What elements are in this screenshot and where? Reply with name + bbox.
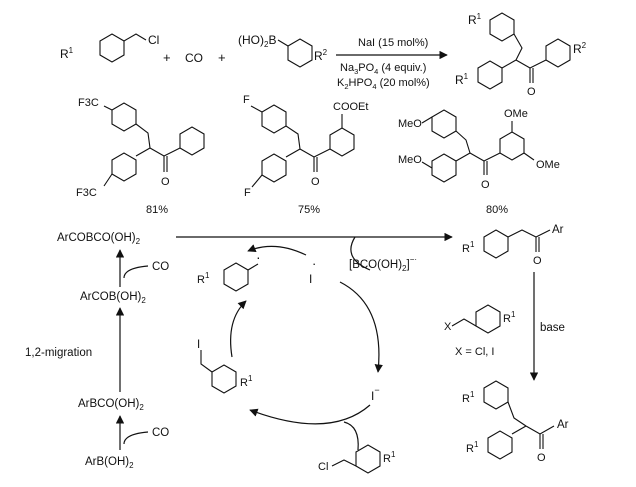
svg-text:[BCO(OH)2]−·: [BCO(OH)2]−· [349,255,417,273]
svg-text:75%: 75% [298,204,320,216]
svg-text:R1: R1 [197,271,210,286]
svg-text:CO: CO [152,261,169,273]
mechanism-right-column: R1 Ar O base X R1 X = Cl, I R1 R1 Ar O [444,224,569,464]
svg-text:R2: R2 [314,48,328,63]
reagent-arylboronic-acid: (HO)2B R2 [238,33,328,68]
svg-text:ArB(OH)2: ArB(OH)2 [85,456,134,470]
svg-text:I−: I− [371,385,380,403]
svg-text:ArCOBCO(OH)2: ArCOBCO(OH)2 [57,232,141,246]
svg-text:K2HPO4 (20 mol%): K2HPO4 (20 mol%) [337,77,430,91]
svg-text:COOEt: COOEt [333,101,368,113]
svg-text:OMe: OMe [504,108,528,120]
mechanism-cycle: · R1 I · [BCO(OH)2]−· I− I R1 Cl R1 [176,232,453,474]
mechanism-left-column: ArCOBCO(OH)2 CO ArCOB(OH)2 1,2-migration… [25,232,169,470]
svg-text:O: O [537,452,546,464]
svg-text:R1: R1 [462,240,475,255]
svg-text:NaI (15 mol%): NaI (15 mol%) [358,37,428,49]
svg-text:R1: R1 [466,440,479,455]
svg-text:R1: R1 [468,12,482,27]
plus-sign-2: + [218,50,226,65]
svg-text:R1: R1 [383,450,396,465]
svg-text:O: O [311,176,320,188]
svg-text:I: I [197,339,200,351]
svg-text:Cl: Cl [318,461,328,473]
svg-text:MeO: MeO [398,154,422,166]
svg-text:·: · [256,249,261,265]
svg-text:O: O [481,179,490,191]
svg-text:X = Cl, I: X = Cl, I [455,346,494,358]
svg-text:R1: R1 [503,310,516,325]
example-1: F3C F3C O 81% [76,97,205,216]
svg-text:(HO)2B: (HO)2B [238,33,276,49]
svg-text:ArBCO(OH)2: ArBCO(OH)2 [78,398,144,412]
svg-text:OMe: OMe [536,159,560,171]
svg-text:F: F [243,94,250,106]
svg-text:R2: R2 [573,41,587,56]
svg-text:X: X [444,321,452,333]
svg-text:O: O [161,176,170,188]
svg-text:base: base [540,322,565,334]
reagent-benzyl-chloride: R1 Cl [60,33,159,63]
svg-text:Ar: Ar [552,224,564,236]
svg-text:MeO: MeO [398,118,422,130]
example-3: MeO OMe OMe MeO O 80% [398,108,560,216]
plus-sign-1: + [163,50,171,65]
reaction-arrow-main: NaI (15 mol%) Na3PO4 (4 equiv.) K2HPO4 (… [336,37,448,91]
svg-text:Na3PO4 (4 equiv.): Na3PO4 (4 equiv.) [340,62,426,76]
svg-text:80%: 80% [486,204,508,216]
svg-text:R1: R1 [60,46,74,61]
svg-text:CO: CO [152,427,169,439]
svg-text:1,2-migration: 1,2-migration [25,347,92,359]
svg-text:ArCOB(OH)2: ArCOB(OH)2 [80,291,146,305]
svg-text:R1: R1 [462,390,475,405]
carbon-monoxide: CO [185,51,203,65]
svg-text:R1: R1 [455,72,469,87]
svg-text:Ar: Ar [557,419,569,431]
svg-text:·: · [312,256,316,271]
svg-text:O: O [527,86,536,98]
svg-text:F3C: F3C [78,97,99,109]
svg-text:81%: 81% [146,204,168,216]
svg-text:R1: R1 [240,374,253,389]
product-general: R1 R1 R2 O [455,12,587,98]
svg-text:F3C: F3C [76,187,97,199]
svg-text:I: I [309,272,312,286]
svg-text:F: F [244,187,251,199]
example-2: F COOEt F O 75% [243,94,368,216]
svg-text:O: O [533,255,542,267]
svg-text:Cl: Cl [148,33,159,47]
